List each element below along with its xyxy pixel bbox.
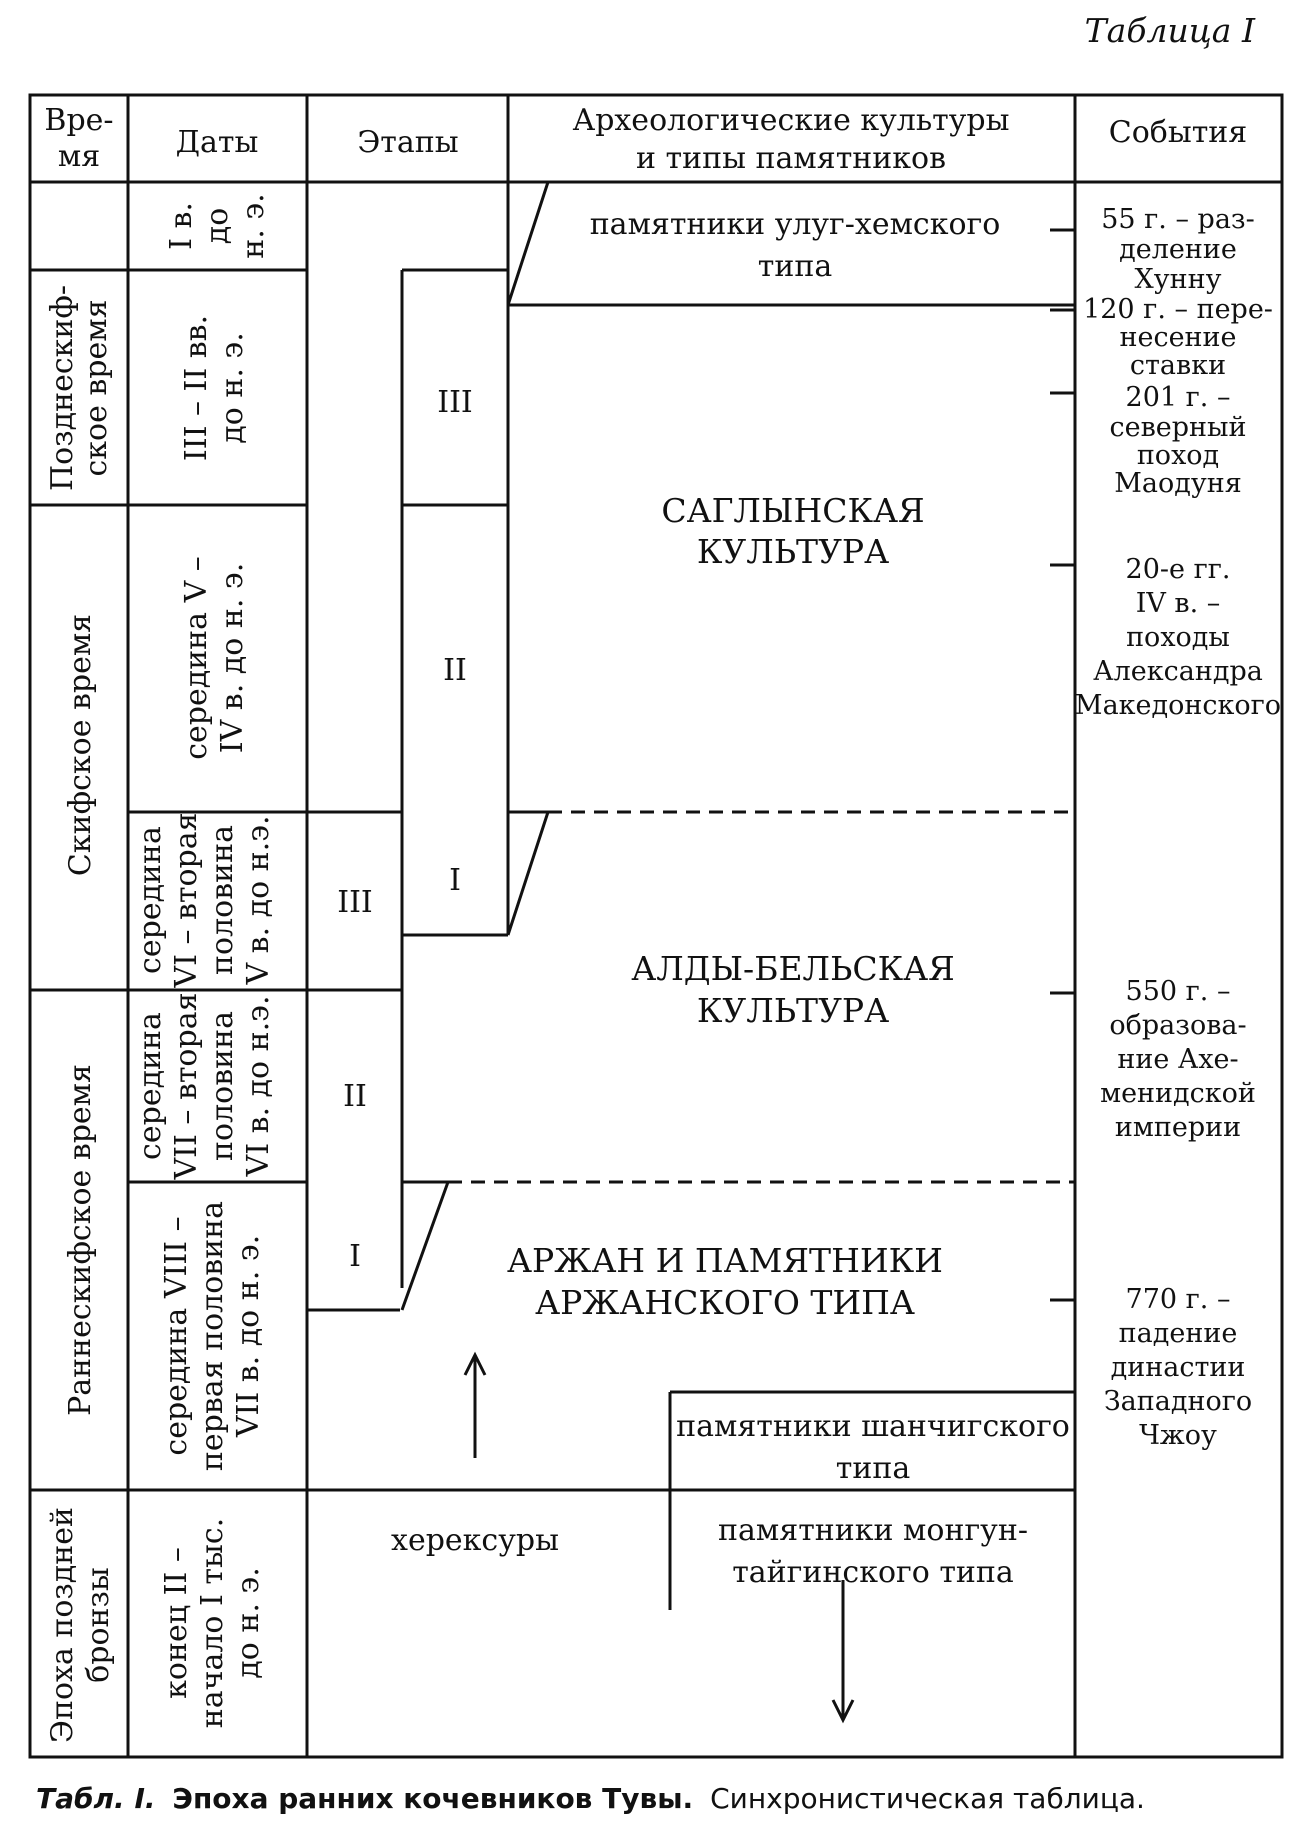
caption-rest: Синхронистическая таблица. xyxy=(710,1782,1145,1815)
date-d7: до н. э. xyxy=(231,1567,266,1678)
culture-ulug-khem: типа xyxy=(758,249,833,284)
date-d1: н. э. xyxy=(236,193,271,258)
stage-sagly-II: II xyxy=(443,653,467,688)
header-dates: Даты xyxy=(176,125,259,160)
header-time: мя xyxy=(58,139,100,174)
period-late-scythian: ское время xyxy=(79,299,114,476)
culture-mongun-taiga: памятники монгун- xyxy=(718,1513,1028,1548)
event-120: 120 г. – пере- xyxy=(1083,294,1273,325)
culture-khereksury: херексуры xyxy=(391,1523,559,1558)
header-events: События xyxy=(1109,115,1247,150)
date-d7: конец II – xyxy=(159,1547,194,1699)
date-d2: III – II вв. xyxy=(179,315,214,461)
date-d4: VI – вторая xyxy=(169,812,204,988)
date-d5: середина xyxy=(133,1012,168,1160)
header-cultures: и типы памятников xyxy=(636,141,946,176)
event-20s: походы xyxy=(1126,622,1230,653)
event-20s: Александра xyxy=(1093,656,1263,687)
period-scythian: Скифское время xyxy=(63,614,98,876)
event-770: Западного xyxy=(1104,1386,1252,1417)
date-d4: V в. до н.э. xyxy=(241,815,276,985)
event-55: 55 г. – раз- xyxy=(1101,204,1255,235)
culture-saglyn: САГЛЫНСКАЯ xyxy=(661,491,924,530)
event-550: империи xyxy=(1115,1112,1241,1143)
event-20s: 20-е гг. xyxy=(1126,554,1231,585)
event-120: несение xyxy=(1119,322,1236,353)
event-201: Маодуня xyxy=(1114,468,1242,499)
date-d6: первая половина xyxy=(195,1201,230,1471)
culture-mongun-taiga: тайгинского типа xyxy=(732,1555,1014,1590)
event-20s: IV в. – xyxy=(1136,588,1221,619)
period-early-scythian: Раннескифское время xyxy=(63,1064,98,1416)
event-770: династии xyxy=(1111,1352,1246,1383)
culture-arzhan: АРЖАНСКОГО ТИПА xyxy=(535,1283,915,1322)
event-20s: Македонского xyxy=(1075,690,1281,721)
date-d4: половина xyxy=(205,825,240,975)
dates-column: I в. до н. э. III – II вв. до н. э. сере… xyxy=(133,193,276,1728)
events-column: 55 г. – раз- деление Хунну 120 г. – пере… xyxy=(1075,204,1281,1451)
culture-aldy-bel: АЛДЫ-БЕЛЬСКАЯ xyxy=(631,949,955,988)
event-550: 550 г. – xyxy=(1126,976,1231,1007)
date-d4: середина xyxy=(133,826,168,974)
header-stages: Этапы xyxy=(357,125,458,160)
culture-shanchig: памятники шанчигского xyxy=(676,1409,1070,1444)
event-201: 201 г. – xyxy=(1126,382,1231,413)
date-d3: IV в. до н. э. xyxy=(215,563,250,754)
date-d1: до xyxy=(200,208,235,245)
stages-column: III II I III II I xyxy=(337,385,473,1274)
event-550: ние Ахе- xyxy=(1117,1044,1238,1075)
date-d5: VII – вторая xyxy=(169,992,204,1180)
cultures-column: памятники улуг-хемского типа САГЛЫНСКАЯ … xyxy=(391,207,1070,1590)
header-time: Вре- xyxy=(44,103,113,138)
event-770: Чжоу xyxy=(1139,1420,1217,1451)
header-row: Вре- мя Даты Этапы Археологические культ… xyxy=(44,103,1247,176)
event-55: деление xyxy=(1119,234,1237,265)
date-d5: VI в. до н.э. xyxy=(241,996,276,1178)
stage-aldy-III: III xyxy=(337,885,373,920)
event-120: ставки xyxy=(1130,350,1226,381)
date-d1: I в. xyxy=(164,202,199,250)
culture-ulug-khem: памятники улуг-хемского xyxy=(590,207,1001,242)
event-550: образова- xyxy=(1109,1010,1246,1041)
culture-arzhan: АРЖАН И ПАМЯТНИКИ xyxy=(507,1241,943,1280)
header-cultures: Археологические культуры xyxy=(572,103,1009,138)
date-d7: начало I тыс. xyxy=(195,1518,230,1728)
date-d2: до н. э. xyxy=(215,332,250,443)
period-late-bronze: Эпоха поздней xyxy=(45,1507,80,1743)
event-55: Хунну xyxy=(1135,264,1222,295)
dashed-dividers xyxy=(448,810,1075,1492)
date-d5: половина xyxy=(205,1011,240,1161)
date-d3: середина V – xyxy=(179,556,214,760)
caption-title: Эпоха ранних кочевников Тувы. xyxy=(172,1782,693,1815)
event-550: менидской xyxy=(1100,1078,1256,1109)
event-770: 770 г. – xyxy=(1126,1284,1231,1315)
date-d6: середина VIII – xyxy=(159,1216,194,1455)
culture-aldy-bel: КУЛЬТУРА xyxy=(697,991,889,1030)
culture-shanchig: типа xyxy=(836,1451,911,1486)
period-late-bronze: бронзы xyxy=(81,1567,116,1683)
time-periods: Позднескиф- ское время Скифское время Ра… xyxy=(45,285,116,1743)
event-201: северный xyxy=(1109,412,1246,443)
caption-lead: Табл. I. xyxy=(36,1782,156,1815)
stage-aldy-I: I xyxy=(349,1239,361,1274)
event-201: поход xyxy=(1137,440,1219,471)
date-d6: VII в. до н. э. xyxy=(231,1235,266,1438)
period-late-scythian: Позднескиф- xyxy=(45,285,80,491)
stage-sagly-III: III xyxy=(437,385,473,420)
caption: Табл. I. Эпоха ранних кочевников Тувы. С… xyxy=(36,1782,1145,1815)
culture-saglyn: КУЛЬТУРА xyxy=(697,532,889,571)
stage-sagly-I: I xyxy=(449,863,461,898)
table-label: Таблица I xyxy=(1085,11,1256,50)
stage-aldy-II: II xyxy=(343,1079,367,1114)
event-770: падение xyxy=(1119,1318,1238,1349)
